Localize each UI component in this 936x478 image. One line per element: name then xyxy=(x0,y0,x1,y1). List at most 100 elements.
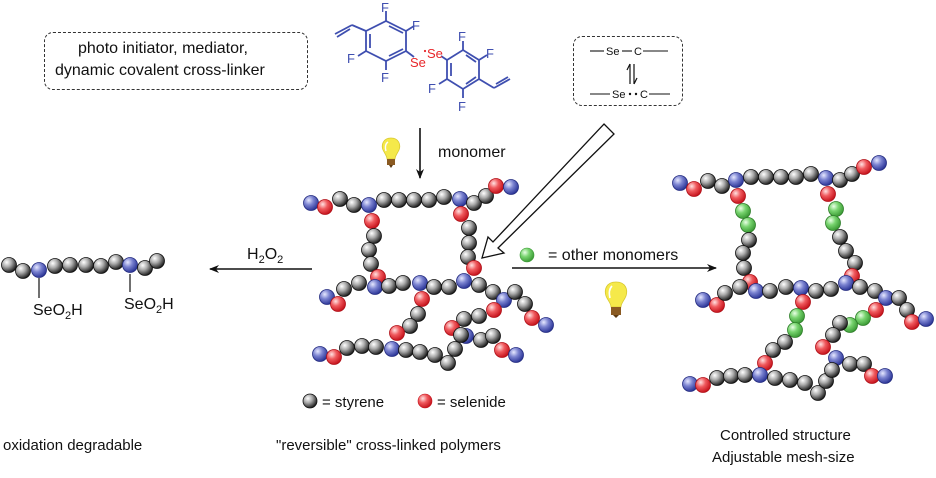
caption-reversible-crosslinked: "reversible" cross-linked polymers xyxy=(276,437,501,454)
seleninic-acid-label: SeO2H xyxy=(33,302,83,322)
other-monomer-bead xyxy=(740,217,756,233)
selenide-bead xyxy=(414,291,430,307)
junction-bead xyxy=(361,197,377,213)
selenide-bead xyxy=(330,296,346,312)
radical-dot xyxy=(628,92,632,96)
junction-bead xyxy=(877,368,893,384)
styrene-bead xyxy=(778,279,794,295)
styrene-bead xyxy=(485,284,501,300)
selenide-bead xyxy=(856,159,872,175)
light-bulb-icon xyxy=(381,137,401,168)
eq-bottom-c: C xyxy=(640,89,648,101)
selenide-bead xyxy=(494,342,510,358)
selenide-bead xyxy=(686,181,702,197)
styrene-bead xyxy=(825,327,841,343)
selenide-bead xyxy=(868,302,884,318)
styrene-bead xyxy=(714,178,730,194)
styrene-bead xyxy=(743,169,759,185)
initiator-role-line2: dynamic covalent cross-linker xyxy=(55,62,265,79)
selenide-bead xyxy=(389,325,405,341)
styrene-bead xyxy=(767,370,783,386)
junction-bead xyxy=(303,195,319,211)
styrene-bead xyxy=(823,281,839,297)
styrene-bead xyxy=(363,256,379,272)
junction-bead xyxy=(672,175,688,191)
junction-bead xyxy=(918,311,934,327)
junction-bead xyxy=(503,179,519,195)
selenide-bead xyxy=(904,314,920,330)
selenide-bead xyxy=(317,199,333,215)
junction-bead xyxy=(312,346,328,362)
styrene-bead xyxy=(891,290,907,306)
other-monomers-label: = other monomers xyxy=(548,247,678,264)
selenium-label-left: Se xyxy=(410,55,426,70)
other-monomer-bead xyxy=(828,201,844,217)
styrene-bead xyxy=(354,338,370,354)
styrene-bead xyxy=(788,169,804,185)
h2o2-label: H2O2 xyxy=(247,246,283,266)
radical-dot xyxy=(423,49,427,53)
styrene-bead xyxy=(832,315,848,331)
junction-bead xyxy=(122,257,138,273)
styrene-bead xyxy=(440,355,456,371)
other-monomer-bead xyxy=(789,308,805,324)
styrene-bead xyxy=(717,285,733,301)
vinyl-bond xyxy=(478,78,495,89)
styrene-bead xyxy=(517,296,533,312)
styrene-bead xyxy=(366,228,382,244)
junction-bead xyxy=(695,292,711,308)
selenide-bead xyxy=(795,294,811,310)
styrene-bead xyxy=(376,192,392,208)
junction-bead xyxy=(412,275,428,291)
hollow-arrow xyxy=(481,123,615,259)
styrene-bead xyxy=(351,275,367,291)
eq-top-se: Se xyxy=(606,46,619,58)
junction-bead xyxy=(871,155,887,171)
styrene-bead xyxy=(762,283,778,299)
junction-bead xyxy=(508,347,524,363)
other-monomer-bead xyxy=(825,215,841,231)
fluorine-label: F xyxy=(347,51,355,66)
styrene-bead xyxy=(336,281,352,297)
junction-bead xyxy=(748,283,764,299)
junction-bead xyxy=(367,279,383,295)
styrene-bead xyxy=(93,258,109,274)
legend-selenide-label: = selenide xyxy=(437,394,506,411)
ring-double-bond xyxy=(465,54,477,63)
legend-styrene-bead xyxy=(302,393,318,409)
styrene-bead xyxy=(723,368,739,384)
styrene-bead xyxy=(838,243,854,259)
polymer-beads xyxy=(1,155,934,401)
styrene-bead xyxy=(461,220,477,236)
styrene-bead xyxy=(478,188,494,204)
vinyl-double-bond xyxy=(495,76,509,85)
styrene-bead xyxy=(777,334,793,350)
selenide-bead xyxy=(364,213,380,229)
left-benzene-ring xyxy=(365,19,407,63)
other-monomer-bead xyxy=(787,322,803,338)
styrene-bead xyxy=(803,166,819,182)
styrene-bead xyxy=(735,245,751,261)
junction-bead xyxy=(728,172,744,188)
styrene-bead xyxy=(709,370,725,386)
vinyl-bond xyxy=(334,24,353,35)
styrene-bead xyxy=(466,195,482,211)
junction-bead xyxy=(538,317,554,333)
styrene-bead xyxy=(412,344,428,360)
junction-bead xyxy=(384,341,400,357)
bond-to-f xyxy=(438,78,448,85)
fluorine-label: F xyxy=(428,81,436,96)
styrene-bead xyxy=(507,284,523,300)
radical-dot xyxy=(634,92,638,96)
styrene-bead xyxy=(847,255,863,271)
light-bulb-icon xyxy=(604,281,628,318)
fluorine-label: F xyxy=(381,70,389,85)
legend-styrene-label: = styrene xyxy=(322,394,384,411)
styrene-bead xyxy=(453,327,469,343)
styrene-bead xyxy=(736,260,752,276)
junction-bead xyxy=(456,273,472,289)
styrene-bead xyxy=(441,279,457,295)
styrene-bead xyxy=(108,254,124,270)
styrene-bead xyxy=(741,232,757,248)
ring-double-bond xyxy=(388,48,404,57)
